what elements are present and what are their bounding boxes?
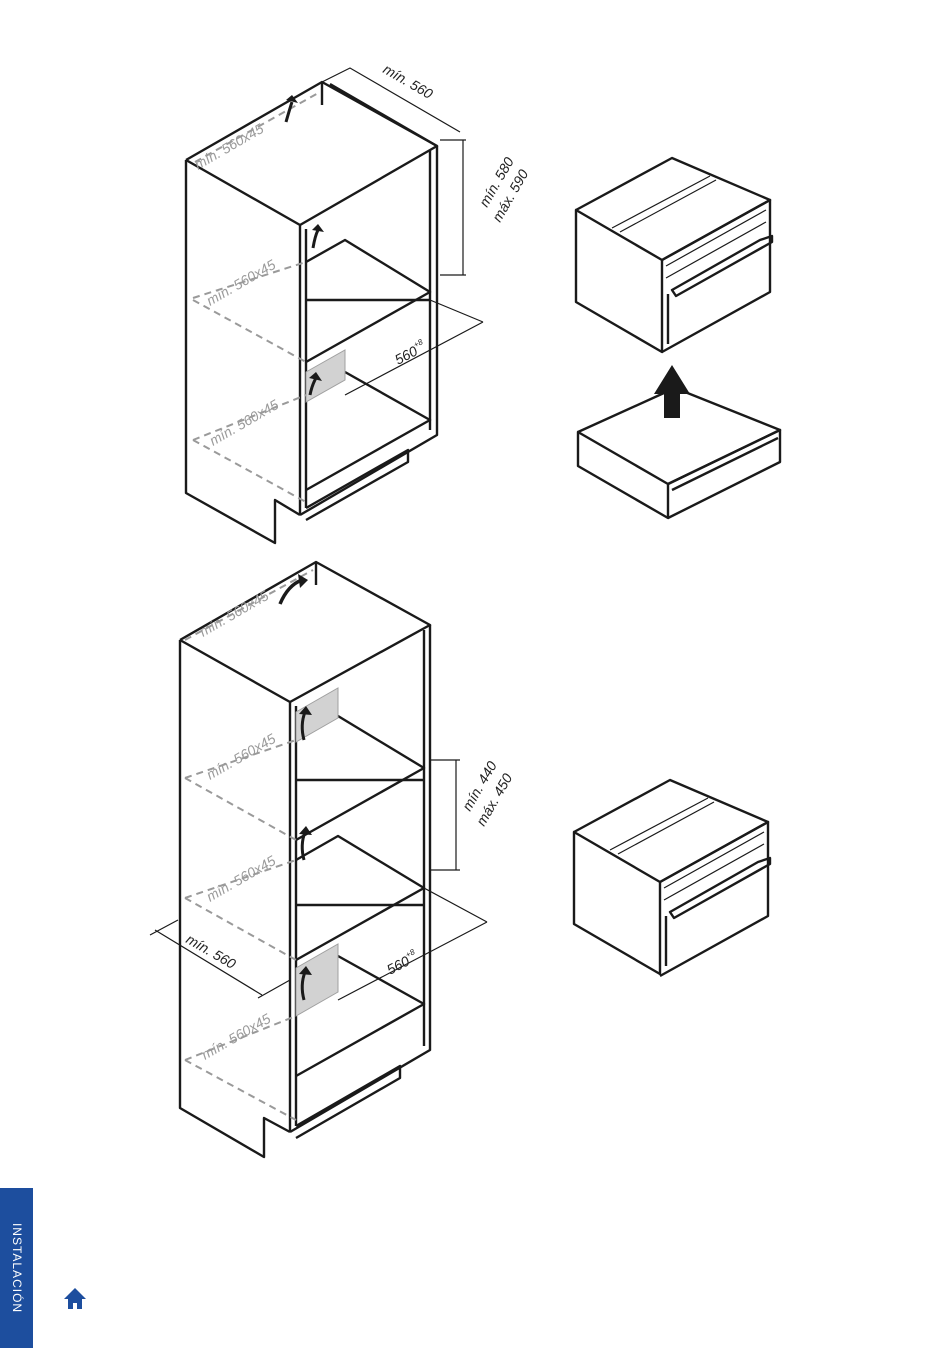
- bottom-depth-label: mín. 560: [184, 931, 239, 972]
- compact-oven-appliance: [576, 158, 772, 352]
- svg-text:mín. 560x45: mín. 560x45: [197, 587, 272, 639]
- bottom-cabinet: [150, 562, 487, 1157]
- svg-text:mín. 560: mín. 560: [184, 931, 239, 972]
- compact-oven-appliance-2: [574, 780, 770, 976]
- top-vent-label-2: mín. 560x45: [204, 256, 279, 308]
- svg-text:mín. 560x45: mín. 560x45: [204, 730, 279, 782]
- bottom-vent-label-4: mín. 560x45: [199, 1010, 274, 1062]
- section-tab: INSTALACIÓN: [0, 1188, 33, 1348]
- svg-text:mín. 560x45: mín. 560x45: [204, 852, 279, 904]
- svg-text:mín. 560x45: mín. 560x45: [192, 120, 267, 172]
- bottom-vent-label-3: mín. 560x45: [204, 852, 279, 904]
- top-vent-label-1: mín. 560x45: [192, 120, 267, 172]
- svg-text:560+8: 560+8: [383, 947, 420, 978]
- top-vent-label-3: mín. 560x45: [207, 396, 282, 448]
- svg-text:mín. 560: mín. 560: [381, 61, 436, 102]
- home-button[interactable]: [60, 1284, 90, 1314]
- bottom-vent-label-2: mín. 560x45: [204, 730, 279, 782]
- top-depth-label: mín. 560: [381, 61, 436, 102]
- svg-text:mín. 560x45: mín. 560x45: [199, 1010, 274, 1062]
- svg-text:mín. 560x45: mín. 560x45: [204, 256, 279, 308]
- svg-text:560+8: 560+8: [391, 337, 428, 368]
- svg-text:mín. 560x45: mín. 560x45: [207, 396, 282, 448]
- section-tab-label: INSTALACIÓN: [0, 1188, 33, 1348]
- home-icon: [60, 1284, 90, 1314]
- bottom-vent-label-1: mín. 560x45: [197, 587, 272, 639]
- insert-arrow-icon: [654, 365, 690, 418]
